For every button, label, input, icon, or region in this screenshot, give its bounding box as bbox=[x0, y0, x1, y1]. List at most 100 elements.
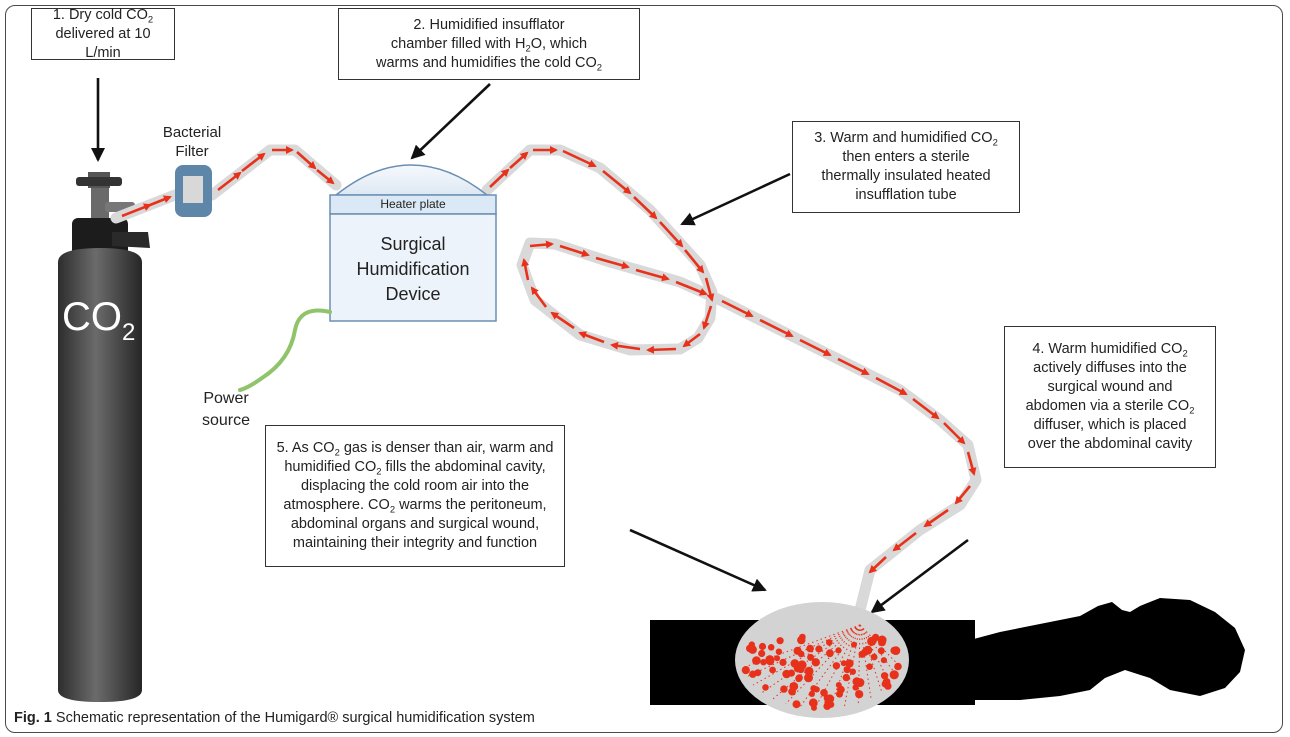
spray-droplet bbox=[810, 685, 818, 692]
spray-droplet bbox=[880, 657, 888, 664]
step-5-text: 5. As CO2 gas is denser than air, warm a… bbox=[276, 440, 554, 551]
spray-droplet bbox=[845, 659, 854, 668]
spray-droplet bbox=[797, 660, 807, 670]
spray-droplet bbox=[787, 669, 796, 677]
spray-droplet bbox=[842, 673, 850, 682]
spray-droplet bbox=[881, 680, 889, 688]
arrow-box2-to-chamber bbox=[410, 83, 491, 160]
spray-droplet bbox=[780, 685, 788, 693]
spray-droplet bbox=[877, 635, 887, 645]
cylinder-label-sub: 2 bbox=[122, 319, 135, 346]
spray-droplet bbox=[752, 656, 761, 665]
spray-droplet bbox=[804, 673, 813, 683]
spray-droplet bbox=[808, 698, 818, 708]
spray-droplet bbox=[836, 690, 843, 698]
spray-droplet bbox=[894, 662, 902, 671]
figure-caption: Fig. 1 Schematic representation of the H… bbox=[14, 710, 535, 726]
heater-plate-label: Heater plate bbox=[380, 197, 446, 211]
spray-droplet bbox=[765, 655, 775, 664]
spray-droplet bbox=[774, 655, 781, 662]
spray-droplet bbox=[835, 682, 842, 688]
spray-droplet bbox=[769, 666, 776, 674]
spray-droplet bbox=[858, 650, 866, 658]
spray-droplet bbox=[760, 659, 767, 666]
arrow-box5-to-cavity bbox=[629, 528, 767, 592]
spray-droplet bbox=[835, 647, 842, 654]
spray-droplet bbox=[870, 653, 878, 661]
spray-droplet bbox=[776, 637, 784, 645]
pointer-arrows bbox=[91, 78, 969, 614]
spray-droplet bbox=[855, 690, 862, 697]
spray-droplet bbox=[793, 646, 802, 655]
spray-droplet bbox=[748, 641, 755, 648]
spray-droplet bbox=[849, 668, 856, 675]
spray-droplet bbox=[797, 635, 806, 645]
arrow-box4-to-diffuser bbox=[870, 538, 969, 614]
spray-droplet bbox=[820, 689, 828, 697]
step-5-box: 5. As CO2 gas is denser than air, warm a… bbox=[265, 425, 565, 567]
cylinder-label-text: CO bbox=[62, 295, 122, 339]
spray-droplet bbox=[889, 670, 899, 680]
spray-droplet bbox=[826, 639, 833, 646]
figure-number: Fig. 1 bbox=[14, 710, 52, 726]
bacterial-filter bbox=[175, 165, 212, 217]
spray-droplet bbox=[866, 663, 873, 670]
spray-droplet bbox=[880, 672, 889, 680]
power-cable bbox=[238, 308, 332, 392]
spray-droplet bbox=[811, 704, 817, 711]
spray-droplet bbox=[792, 700, 801, 709]
humidification-device bbox=[329, 164, 497, 322]
spray-droplet bbox=[832, 662, 841, 670]
spray-droplet bbox=[806, 644, 814, 653]
gas-flow-arrows bbox=[121, 146, 977, 574]
cylinder-label: CO2 bbox=[62, 295, 135, 346]
spray-droplet bbox=[804, 666, 814, 676]
spray-droplet bbox=[758, 649, 766, 658]
figure-frame bbox=[5, 5, 1283, 733]
caption-text: Schematic representation of the Humigard… bbox=[51, 710, 535, 726]
spray-droplet bbox=[767, 644, 775, 651]
spray-droplet bbox=[808, 690, 816, 698]
spray-droplet bbox=[877, 647, 885, 655]
spray-droplet bbox=[852, 677, 862, 686]
spray-droplet bbox=[749, 670, 757, 678]
spray-droplet bbox=[758, 642, 767, 651]
spray-line bbox=[785, 624, 861, 705]
spray-droplet bbox=[762, 684, 769, 691]
spray-droplet bbox=[815, 645, 823, 653]
spray-droplet bbox=[795, 675, 803, 683]
spray-line bbox=[859, 624, 883, 693]
spray-droplet bbox=[852, 684, 859, 691]
spray-droplet bbox=[779, 658, 787, 667]
spray-droplet bbox=[825, 694, 835, 704]
spray-droplet bbox=[775, 648, 783, 655]
spray-droplets bbox=[741, 633, 902, 711]
spray-droplet bbox=[741, 666, 750, 675]
spray-line bbox=[859, 624, 902, 669]
spray-line bbox=[772, 624, 861, 700]
abdominal-cavity bbox=[735, 602, 909, 718]
spray-droplet bbox=[826, 649, 834, 658]
spray-line bbox=[746, 624, 861, 678]
spray-droplet bbox=[890, 646, 898, 655]
spray-line bbox=[859, 624, 872, 700]
spray-droplet bbox=[840, 660, 847, 667]
spray-droplet bbox=[811, 658, 820, 667]
co2-cylinder bbox=[58, 172, 150, 702]
spray-droplet bbox=[867, 636, 877, 647]
spray-droplet bbox=[788, 687, 796, 696]
spray-droplet bbox=[807, 653, 815, 661]
arrow-box3-to-tube bbox=[680, 172, 791, 226]
